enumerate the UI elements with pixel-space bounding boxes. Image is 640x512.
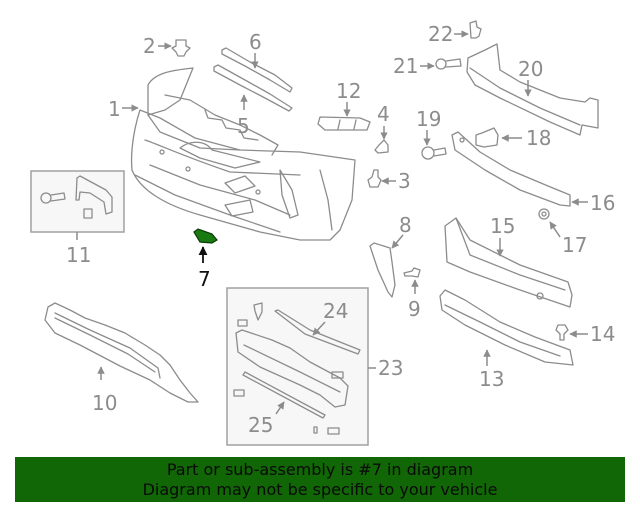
- part-18-bracket[interactable]: [475, 127, 499, 148]
- callout-16: 16: [590, 191, 615, 215]
- callout-4: 4: [377, 102, 390, 126]
- part-8-bracket[interactable]: [369, 242, 396, 298]
- part-22-clip[interactable]: [469, 20, 482, 39]
- callout-18: 18: [526, 126, 551, 150]
- part-20-reinforcement[interactable]: [466, 43, 599, 136]
- info-banner: Part or sub-assembly is #7 in diagram Di…: [15, 457, 625, 502]
- callout-13: 13: [479, 367, 504, 391]
- part-19-bolt[interactable]: [421, 146, 447, 160]
- callout-23: 23: [378, 356, 403, 380]
- callout-21: 21: [393, 54, 418, 78]
- part-11-bracket-kit[interactable]: [30, 170, 125, 233]
- part-13-absorber[interactable]: [439, 289, 574, 366]
- part-16-bar[interactable]: [451, 131, 571, 207]
- callout-11: 11: [66, 243, 91, 267]
- part-14-clip[interactable]: [555, 324, 569, 341]
- part-9-screw[interactable]: [403, 267, 421, 278]
- part-17-nut[interactable]: [538, 208, 550, 220]
- callout-25: 25: [248, 413, 273, 437]
- part-6-molding[interactable]: [221, 47, 293, 93]
- callout-8: 8: [399, 213, 412, 237]
- parts-diagram: 1 2 6 5 12 4 3 11: [30, 20, 615, 446]
- callout-17: 17: [562, 233, 587, 257]
- part-15-reinforcement[interactable]: [444, 217, 573, 308]
- callout-19: 19: [416, 107, 441, 131]
- callout-6: 6: [249, 30, 262, 54]
- callout-10: 10: [92, 391, 117, 415]
- callout-3: 3: [398, 169, 411, 193]
- part-10-lower-grille[interactable]: [44, 302, 199, 403]
- part-4-retainer[interactable]: [374, 139, 389, 154]
- callout-2: 2: [143, 34, 156, 58]
- part-5-molding[interactable]: [213, 64, 293, 112]
- part-23-absorber-kit[interactable]: [226, 287, 369, 446]
- banner-line-disclaimer: Diagram may not be specific to your vehi…: [142, 480, 498, 499]
- callout-14: 14: [590, 322, 615, 346]
- part-21-bolt[interactable]: [435, 58, 462, 70]
- callout-5: 5: [237, 114, 250, 138]
- callout-15: 15: [490, 214, 515, 238]
- part-1-bumper-cover[interactable]: [130, 67, 356, 241]
- callout-7: 7: [198, 267, 211, 291]
- callout-9: 9: [408, 297, 421, 321]
- part-2-clip[interactable]: [171, 39, 191, 57]
- callout-12: 12: [336, 79, 361, 103]
- callout-1: 1: [108, 97, 121, 121]
- part-12-reflector[interactable]: [317, 116, 371, 131]
- callout-24: 24: [323, 299, 348, 323]
- banner-line-part: Part or sub-assembly is #7 in diagram: [166, 460, 474, 479]
- part-7-highlighted[interactable]: [193, 228, 218, 244]
- callout-20: 20: [518, 57, 543, 81]
- callout-22: 22: [428, 22, 453, 46]
- part-3-bolt[interactable]: [367, 169, 382, 188]
